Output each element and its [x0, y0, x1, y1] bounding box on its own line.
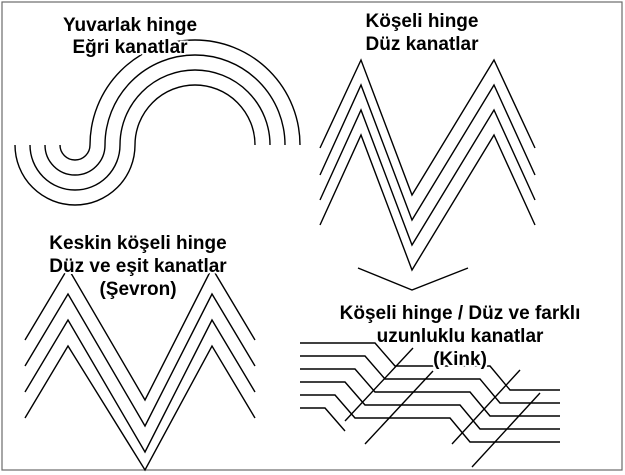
angular-fold-lines [319, 58, 536, 291]
panel-rounded-hinge: Yuvarlak hinge Eğri kanatlar [14, 13, 301, 206]
kink-fold-line [300, 355, 560, 404]
panel-angular-hinge: Köşeli hinge Düz kanatlar [319, 9, 536, 291]
kink-band-line [451, 369, 521, 445]
angular-fold-line [319, 83, 536, 222]
kink-fold-line [300, 368, 560, 417]
panel-rounded-title-line2: Eğri kanatlar [72, 37, 188, 58]
angular-fold-line [319, 108, 536, 247]
panel-kink: Köşeli hinge / Düz ve farklı uzunluklu k… [300, 301, 582, 468]
chevron-fold-line [24, 344, 256, 472]
rounded-fold-line [29, 69, 271, 191]
kink-band-line [364, 370, 434, 445]
kink-fold-line [300, 381, 560, 430]
chevron-fold-line [24, 292, 256, 428]
angular-fold-line [319, 133, 536, 272]
panel-chevron-title-line2: Düz ve eşit kanatlar [49, 256, 227, 277]
panel-kink-title-line3: (Kink) [433, 349, 487, 370]
kink-band-line [471, 392, 541, 468]
kink-fold-lines [300, 342, 560, 468]
panel-chevron-title-line1: Keskin köşeli hinge [49, 233, 226, 254]
angular-fold-line [357, 267, 469, 291]
rounded-fold-line [44, 54, 286, 176]
rounded-fold-line [14, 84, 256, 206]
kink-fold-line [300, 407, 346, 432]
rounded-fold-lines [14, 39, 301, 206]
angular-fold-line [319, 58, 536, 197]
kink-fold-line [300, 394, 560, 443]
chevron-fold-line [24, 266, 256, 402]
panel-chevron: Keskin köşeli hinge Düz ve eşit kanatlar… [24, 231, 256, 472]
kink-fold-line [300, 342, 560, 391]
panel-chevron-title-line3: (Şevron) [99, 279, 176, 300]
panel-angular-title-line1: Köşeli hinge [366, 11, 479, 32]
kink-band-line [344, 347, 414, 422]
chevron-fold-line [24, 318, 256, 454]
panel-kink-title-line2: uzunluklu kanatlar [377, 326, 544, 347]
rounded-fold-line [59, 39, 301, 161]
panel-angular-title-line2: Düz kanatlar [366, 34, 480, 55]
panel-kink-title-line1: Köşeli hinge / Düz ve farklı [340, 303, 581, 324]
panel-rounded-title-line1: Yuvarlak hinge [63, 15, 197, 36]
chevron-fold-lines [24, 266, 256, 472]
